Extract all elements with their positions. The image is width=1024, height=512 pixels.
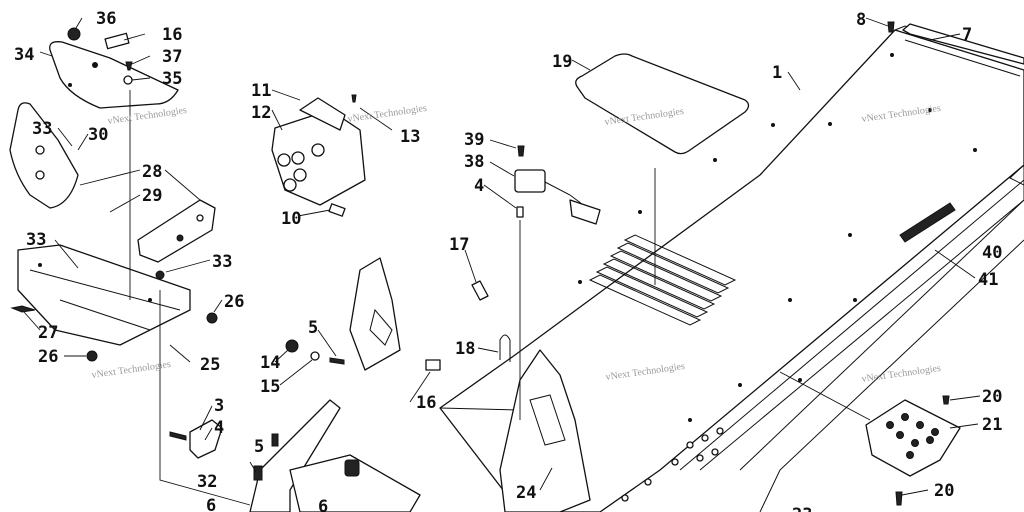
part-7-rail: [902, 23, 1024, 65]
footrest-cleats: [621, 427, 724, 502]
part-37-screw: [125, 61, 133, 71]
front-frame: [249, 399, 341, 512]
part-28-bracket: [137, 199, 216, 263]
part-33-nut: [155, 270, 165, 280]
part-19-pad: [575, 53, 750, 155]
callout-30: 30: [88, 125, 108, 145]
svg-text:vNext Technologies: vNext Technologies: [861, 363, 942, 385]
part-32-bolt: [253, 465, 263, 481]
callout-6: 6: [318, 497, 328, 512]
center-frame-post: [349, 257, 401, 371]
part-39-screw: [517, 145, 525, 157]
part-16-decal: [104, 32, 130, 50]
callout-39: 39: [464, 130, 484, 150]
svg-text:vNext Technologies: vNext Technologies: [347, 103, 428, 125]
callout-33: 33: [26, 230, 46, 250]
callout-3: 3: [214, 396, 224, 416]
callout-1: 1: [772, 63, 782, 83]
callout-24: 24: [516, 483, 536, 503]
callout-29: 29: [142, 186, 162, 206]
callout-20: 20: [982, 387, 1002, 407]
part-30-bracket: [9, 102, 79, 209]
rear-frame-post: [499, 349, 591, 512]
part-21-holes: [886, 413, 939, 459]
callout-15: 15: [260, 377, 280, 397]
part-16-decal-b: [425, 359, 441, 371]
callout-37: 37: [162, 47, 182, 67]
callout-4: 4: [214, 418, 224, 438]
callout-40: 40: [982, 243, 1002, 263]
callout-14: 14: [260, 353, 280, 373]
part-26-nut-b: [86, 350, 98, 362]
leader-lines: [23, 17, 981, 506]
part-38-module: [514, 169, 546, 193]
callout-labels: 36 16 34 37 35 33 30 28 29 33 33 26 27 2…: [14, 9, 1002, 512]
callout-5: 5: [308, 318, 318, 338]
decal-41: [899, 202, 956, 243]
part-10-clip: [328, 203, 346, 217]
callout-6: 6: [206, 496, 216, 512]
part-36-knob: [67, 27, 81, 41]
part-15-washer: [310, 351, 320, 361]
callout-20: 20: [934, 481, 954, 501]
callout-28: 28: [142, 162, 162, 182]
part-18-clip: [499, 334, 511, 362]
callout-5: 5: [254, 437, 264, 457]
callout-8: 8: [856, 10, 866, 30]
callout-41: 41: [978, 270, 998, 290]
part-5-bolt: [329, 357, 345, 365]
callout-10: 10: [281, 209, 301, 229]
callout-11: 11: [251, 81, 271, 101]
callout-33: 33: [212, 252, 232, 272]
callout-33: 33: [32, 119, 52, 139]
callout-27: 27: [38, 323, 58, 343]
callout-32: 32: [197, 472, 217, 492]
callout-4: 4: [474, 176, 484, 196]
part-11-bracket: [299, 97, 346, 131]
callout-34: 34: [14, 45, 34, 65]
callout-25: 25: [200, 355, 220, 375]
callout-18: 18: [455, 339, 475, 359]
tunnel-assembly: [439, 25, 1024, 512]
part-8-screw: [887, 21, 895, 33]
callout-7: 7: [962, 25, 972, 45]
part-5-bolt-b: [271, 433, 279, 447]
part-26-nut: [206, 312, 218, 324]
callout-26: 26: [224, 292, 244, 312]
part-3-bolt: [169, 431, 187, 441]
callout-36: 36: [96, 9, 116, 29]
callout-16: 16: [416, 393, 436, 413]
part-21-bracket: [865, 399, 961, 477]
callout-38: 38: [464, 152, 484, 172]
part-20-screw-b: [895, 491, 903, 506]
part-20-screw: [942, 395, 950, 405]
part-17-clamp: [471, 280, 489, 301]
part-34-cover: [49, 41, 179, 109]
callout-26: 26: [38, 347, 58, 367]
lower-crossmember: [289, 454, 421, 512]
part-27-bolt: [10, 305, 36, 313]
svg-text:vNext Technologies: vNext Technologies: [107, 105, 188, 127]
callout-21: 21: [982, 415, 1002, 435]
part-25-plate: [17, 244, 191, 346]
vent-slots: [588, 234, 737, 326]
callout-23: 23: [792, 505, 812, 512]
callout-12: 12: [251, 103, 271, 123]
part-14-nut: [285, 339, 299, 353]
callout-19: 19: [552, 52, 572, 72]
part-40-rail: [1009, 164, 1024, 186]
part-35-washer: [123, 75, 133, 85]
callout-35: 35: [162, 69, 182, 89]
callout-17: 17: [449, 235, 469, 255]
part-13-screw: [351, 94, 357, 103]
callout-13: 13: [400, 127, 420, 147]
callout-16: 16: [162, 25, 182, 45]
part-4-spacer: [516, 206, 524, 218]
rivet-holes: [578, 53, 977, 422]
